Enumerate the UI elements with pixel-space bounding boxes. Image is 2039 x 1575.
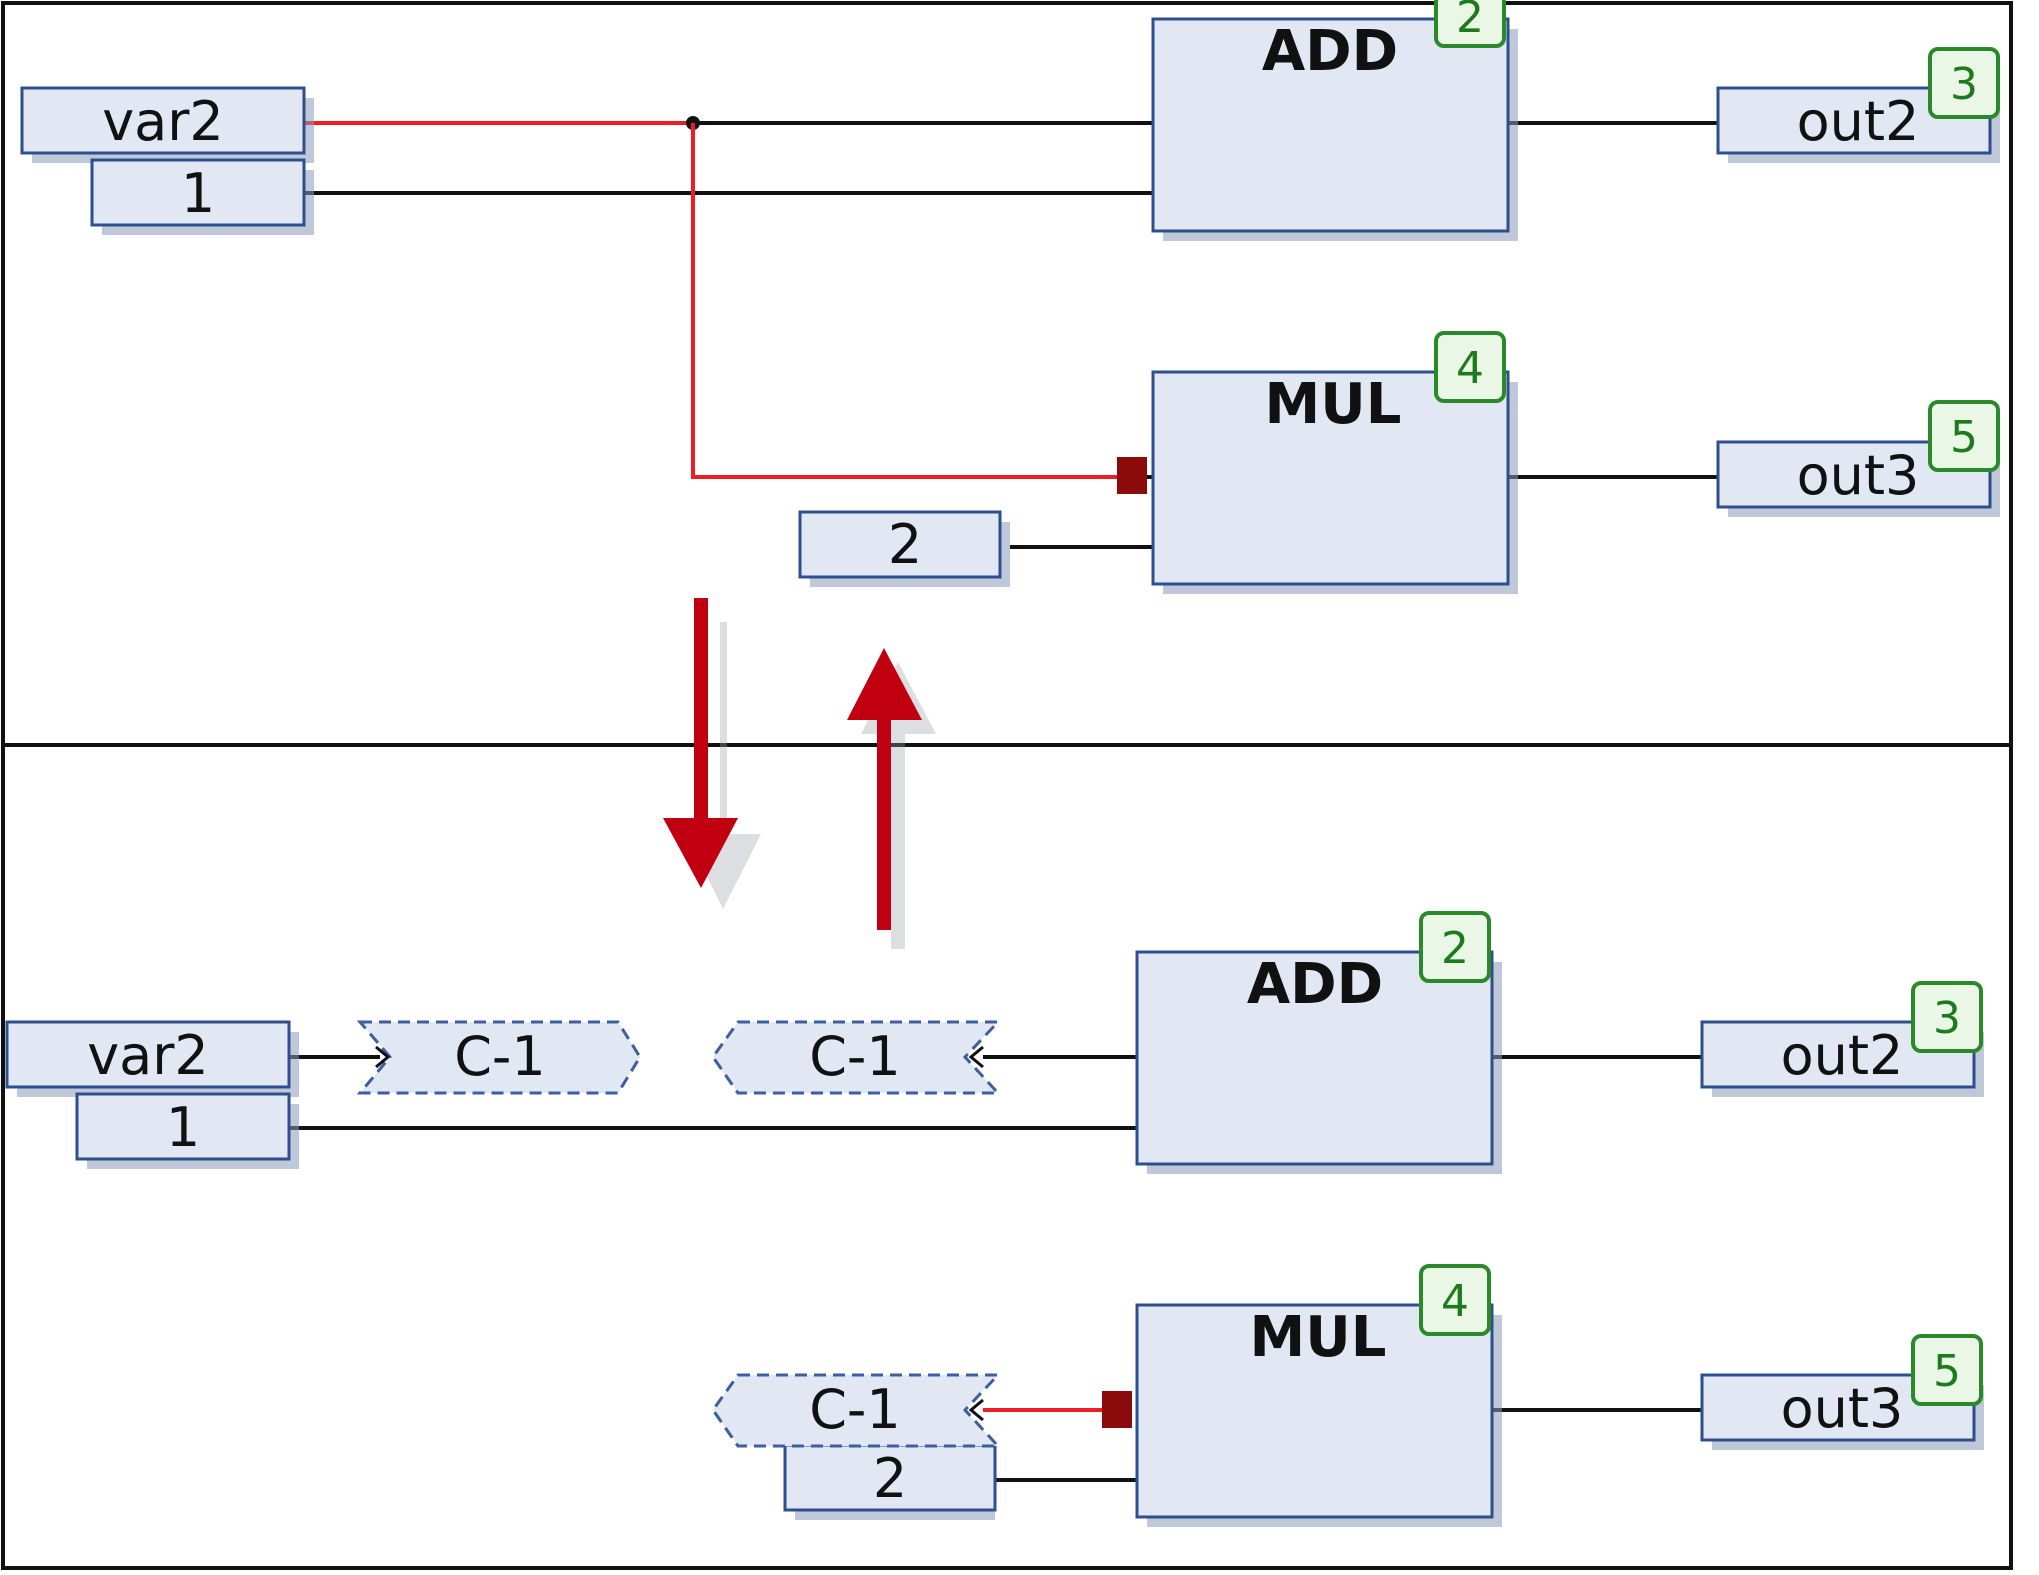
- out2-bottom-order-badge: 3: [1911, 981, 1983, 1053]
- add-order-number: 2: [1456, 0, 1484, 43]
- output-out3-label: out3: [1797, 444, 1920, 507]
- input-var2-bottom[interactable]: var2: [5, 1020, 299, 1097]
- input-one[interactable]: 1: [90, 158, 314, 235]
- out2-order-number: 3: [1950, 59, 1978, 110]
- output-out2-bottom[interactable]: out2 3: [1700, 981, 1984, 1097]
- out3-order-number: 5: [1950, 412, 1978, 463]
- out2-bottom-order-number: 3: [1933, 993, 1961, 1044]
- add-block-title: ADD: [1262, 19, 1398, 84]
- add-order-badge: 2: [1434, 0, 1506, 48]
- input-two-label: 2: [888, 513, 922, 576]
- output-out3-bottom-label: out3: [1781, 1377, 1904, 1440]
- mul-block[interactable]: MUL 4: [1117, 331, 1518, 594]
- mul-input-pin-selected[interactable]: [1117, 457, 1147, 494]
- connector-c1-source-label: C-1: [454, 1025, 546, 1088]
- mul-bottom-order-badge: 4: [1419, 1264, 1491, 1336]
- input-var2[interactable]: var2: [20, 86, 314, 163]
- input-one-bottom-label: 1: [166, 1096, 200, 1159]
- mul-block-title: MUL: [1265, 372, 1402, 437]
- connector-c1-source[interactable]: C-1: [356, 1020, 642, 1095]
- connector-c1-to-add-label: C-1: [809, 1025, 901, 1088]
- arrow-down-icon: [663, 598, 761, 909]
- input-two[interactable]: 2: [798, 510, 1010, 587]
- connector-c1-to-mul[interactable]: C-1: [711, 1373, 1002, 1448]
- mul-order-badge: 4: [1434, 331, 1506, 403]
- mul-bottom-order-number: 4: [1441, 1276, 1469, 1327]
- output-out3-bottom[interactable]: out3 5: [1700, 1334, 1984, 1450]
- mul-order-number: 4: [1456, 343, 1484, 394]
- output-out2[interactable]: out2 3: [1716, 47, 2000, 163]
- out3-order-badge: 5: [1928, 400, 2000, 472]
- conversion-arrows: [663, 598, 936, 949]
- out2-order-badge: 3: [1928, 47, 2000, 119]
- add-bottom-order-badge: 2: [1419, 911, 1491, 983]
- input-one-bottom[interactable]: 1: [75, 1092, 299, 1169]
- input-two-bottom-label: 2: [873, 1447, 907, 1510]
- top-panel: var2 1 2 ADD 2 MUL: [20, 0, 2000, 594]
- mul-block-bottom[interactable]: MUL 4: [1102, 1264, 1502, 1527]
- add-bottom-order-number: 2: [1441, 923, 1469, 974]
- bottom-panel: var2 1 2 C-1 C-1 C-1: [5, 911, 1984, 1527]
- output-out3[interactable]: out3 5: [1716, 400, 2000, 517]
- output-out2-label: out2: [1797, 90, 1920, 153]
- mul-block-bottom-title: MUL: [1250, 1305, 1387, 1370]
- wire-var2-to-mul-selected[interactable]: [691, 123, 1117, 479]
- add-block-bottom-title: ADD: [1247, 952, 1383, 1017]
- mul-bottom-input-pin-selected[interactable]: [1102, 1391, 1132, 1428]
- connector-c1-to-add[interactable]: C-1: [711, 1020, 1002, 1095]
- add-block[interactable]: ADD 2: [1151, 0, 1518, 241]
- connector-c1-to-mul-label: C-1: [809, 1378, 901, 1441]
- out3-bottom-order-badge: 5: [1911, 1334, 1983, 1406]
- add-block-bottom[interactable]: ADD 2: [1135, 911, 1502, 1174]
- output-out2-bottom-label: out2: [1781, 1024, 1904, 1087]
- input-two-bottom[interactable]: 2: [783, 1443, 997, 1520]
- out3-bottom-order-number: 5: [1933, 1346, 1961, 1397]
- input-one-label: 1: [181, 162, 215, 225]
- input-var2-bottom-label: var2: [87, 1024, 209, 1087]
- arrow-up-icon: [847, 648, 936, 949]
- input-var2-label: var2: [102, 90, 224, 153]
